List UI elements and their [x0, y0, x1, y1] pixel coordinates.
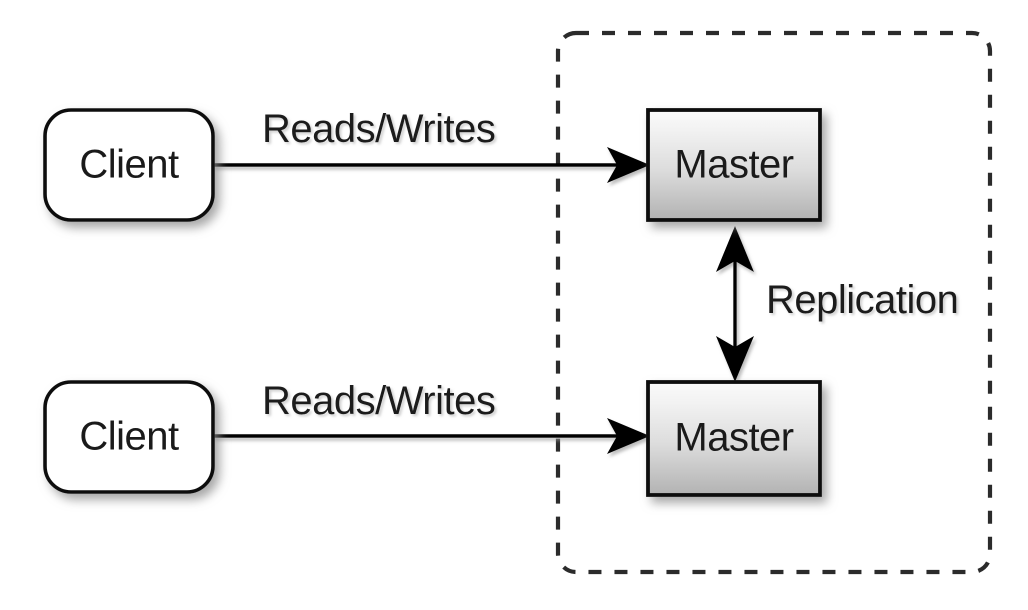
node-master-bottom-label: Master: [674, 416, 793, 460]
node-client-bottom[interactable]: Client: [43, 380, 215, 494]
edge-label-reads-writes-top-text: Reads/Writes: [262, 107, 495, 151]
edge-label-reads-writes-bottom: Reads/Writes: [262, 379, 496, 423]
node-master-top-label: Master: [674, 143, 793, 187]
edge-label-replication: Replication: [766, 278, 959, 322]
edge-label-replication-text: Replication: [766, 278, 958, 322]
edge-client-bottom-to-master-bottom: [213, 418, 650, 454]
node-client-top-label: Client: [79, 143, 179, 187]
edge-master-to-master-replication: [716, 226, 754, 382]
edge-client-top-to-master-top: [213, 147, 650, 183]
edge-label-reads-writes-bottom-text: Reads/Writes: [262, 379, 495, 423]
node-client-bottom-label: Client: [79, 415, 179, 459]
edge-label-reads-writes-top: Reads/Writes: [262, 107, 496, 151]
node-client-top[interactable]: Client: [43, 108, 215, 222]
cluster-boundary: [555, 30, 993, 575]
node-master-bottom[interactable]: Master: [646, 380, 822, 497]
node-master-top[interactable]: Master: [646, 108, 822, 222]
